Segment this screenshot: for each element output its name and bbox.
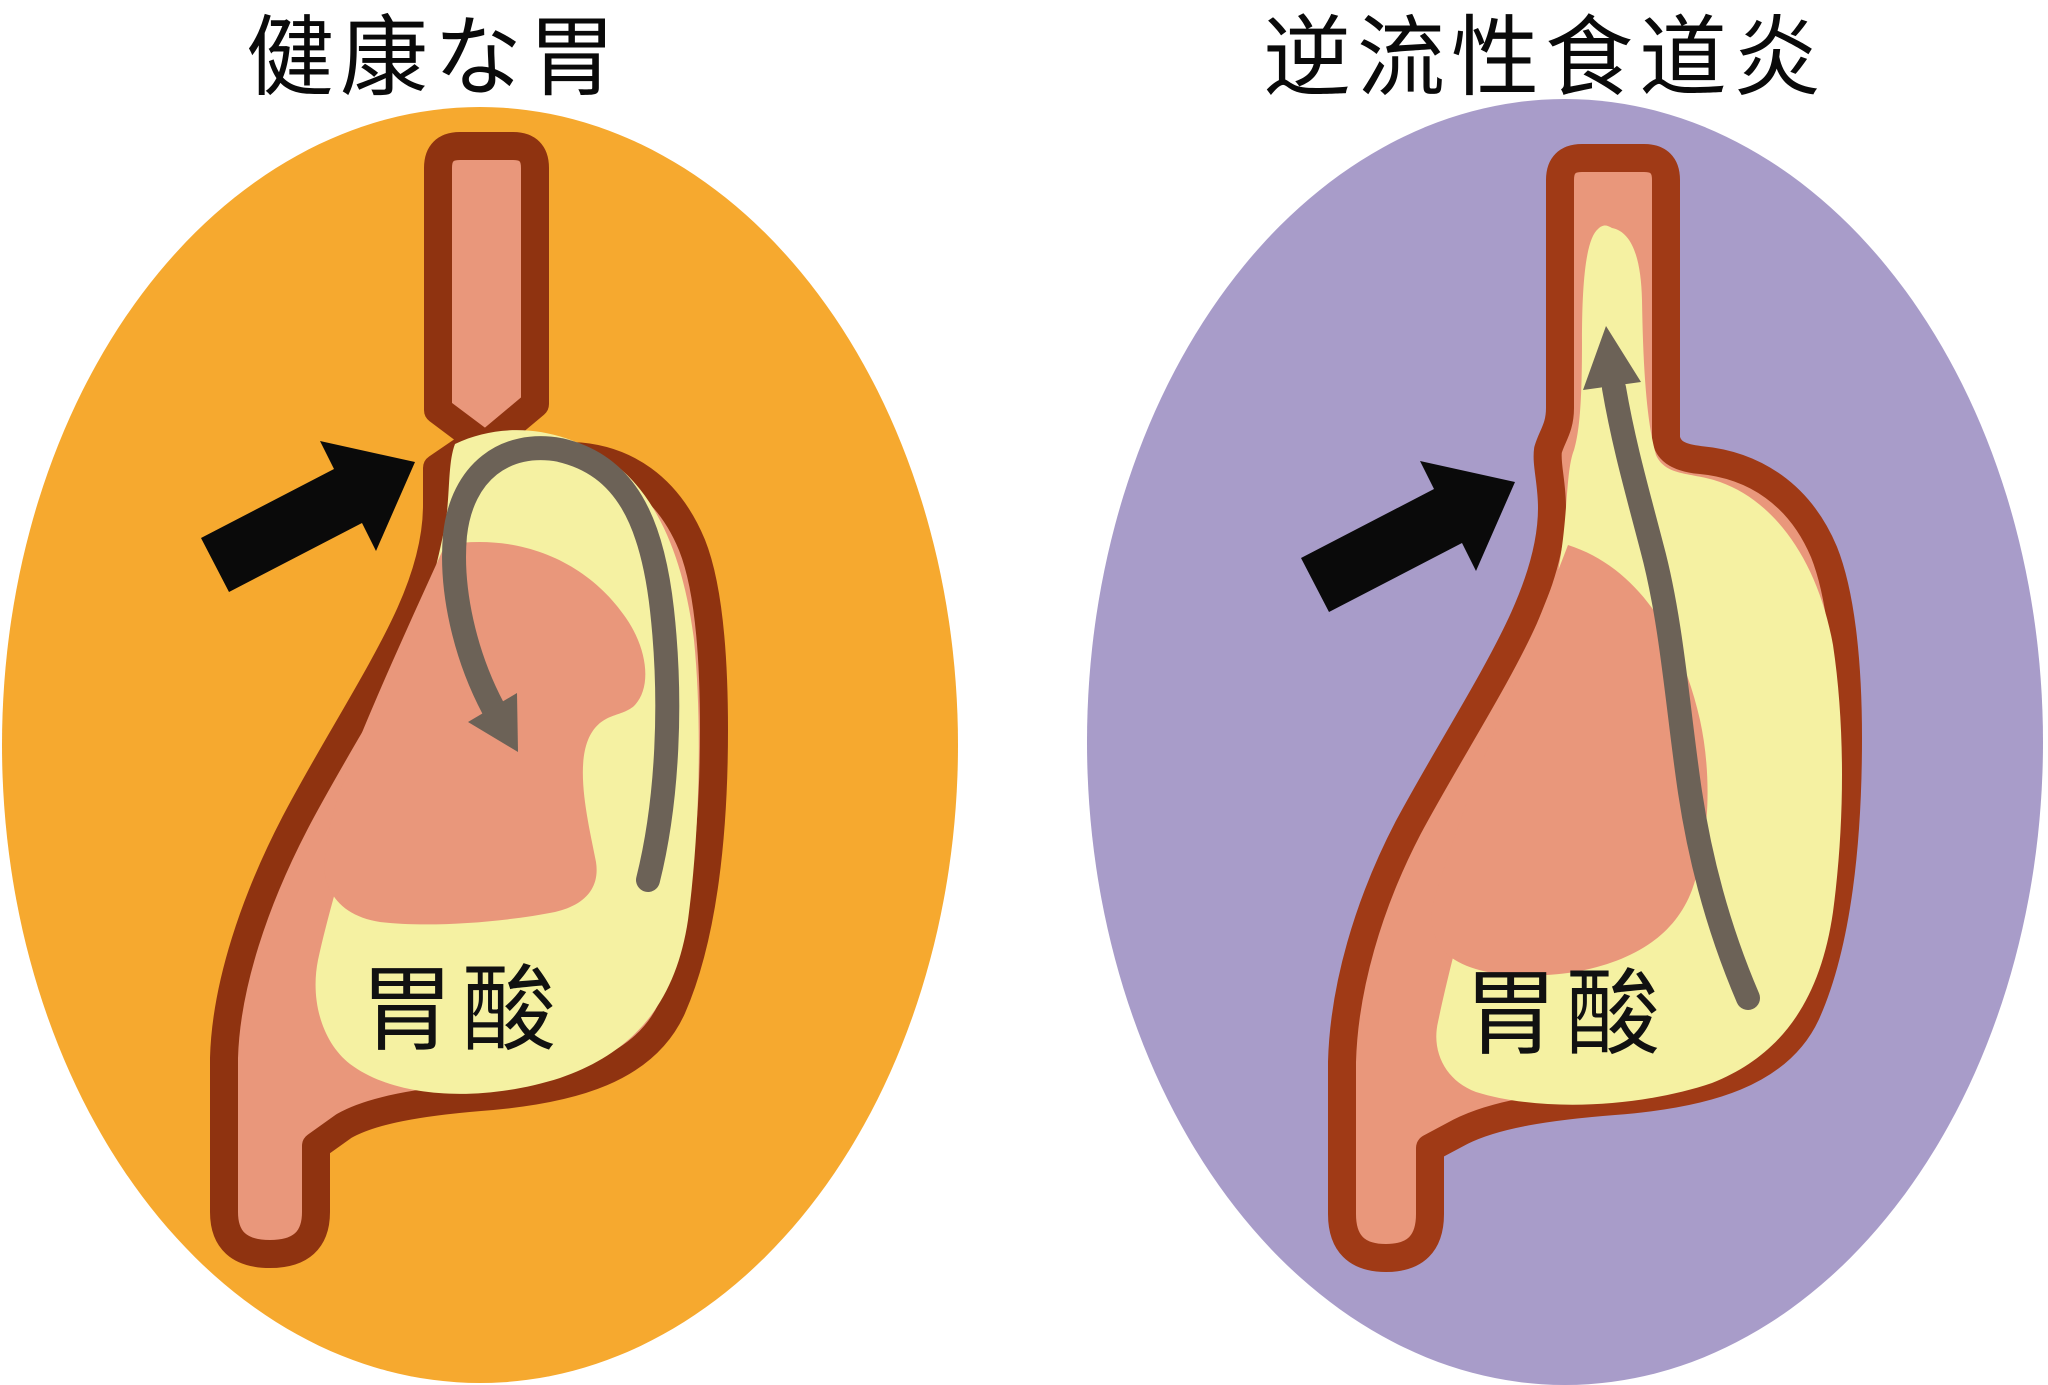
reflux-panel-title: 逆流性食道炎 (1262, 7, 1827, 107)
reflux-acid-label: 胃酸 (1464, 961, 1668, 1066)
healthy-sphincter-pointer-arrow-icon (201, 441, 415, 592)
reflux-sphincter-pointer-arrow-icon (1301, 461, 1515, 612)
healthy-panel-title: 健康な胃 (245, 7, 622, 107)
reflux-flow-arrow-shaft (1602, 376, 1760, 1010)
reflux-stomach-fold (1431, 545, 1708, 976)
reflux-flow-arrowhead (1583, 326, 1641, 390)
healthy-stomach-figure: 胃酸 (2, 107, 958, 1383)
reflux-upward-flow-arrow-icon (1583, 326, 1760, 1010)
healthy-downward-flow-arrow-icon (442, 436, 680, 892)
healthy-flow-arrow-shaft (442, 436, 680, 892)
healthy-stomach-fold (324, 541, 646, 925)
healthy-acid-label: 胃酸 (360, 957, 564, 1062)
reflux-stomach-figure: 胃酸 (1087, 99, 2043, 1385)
healthy-flow-arrowhead (468, 693, 518, 752)
